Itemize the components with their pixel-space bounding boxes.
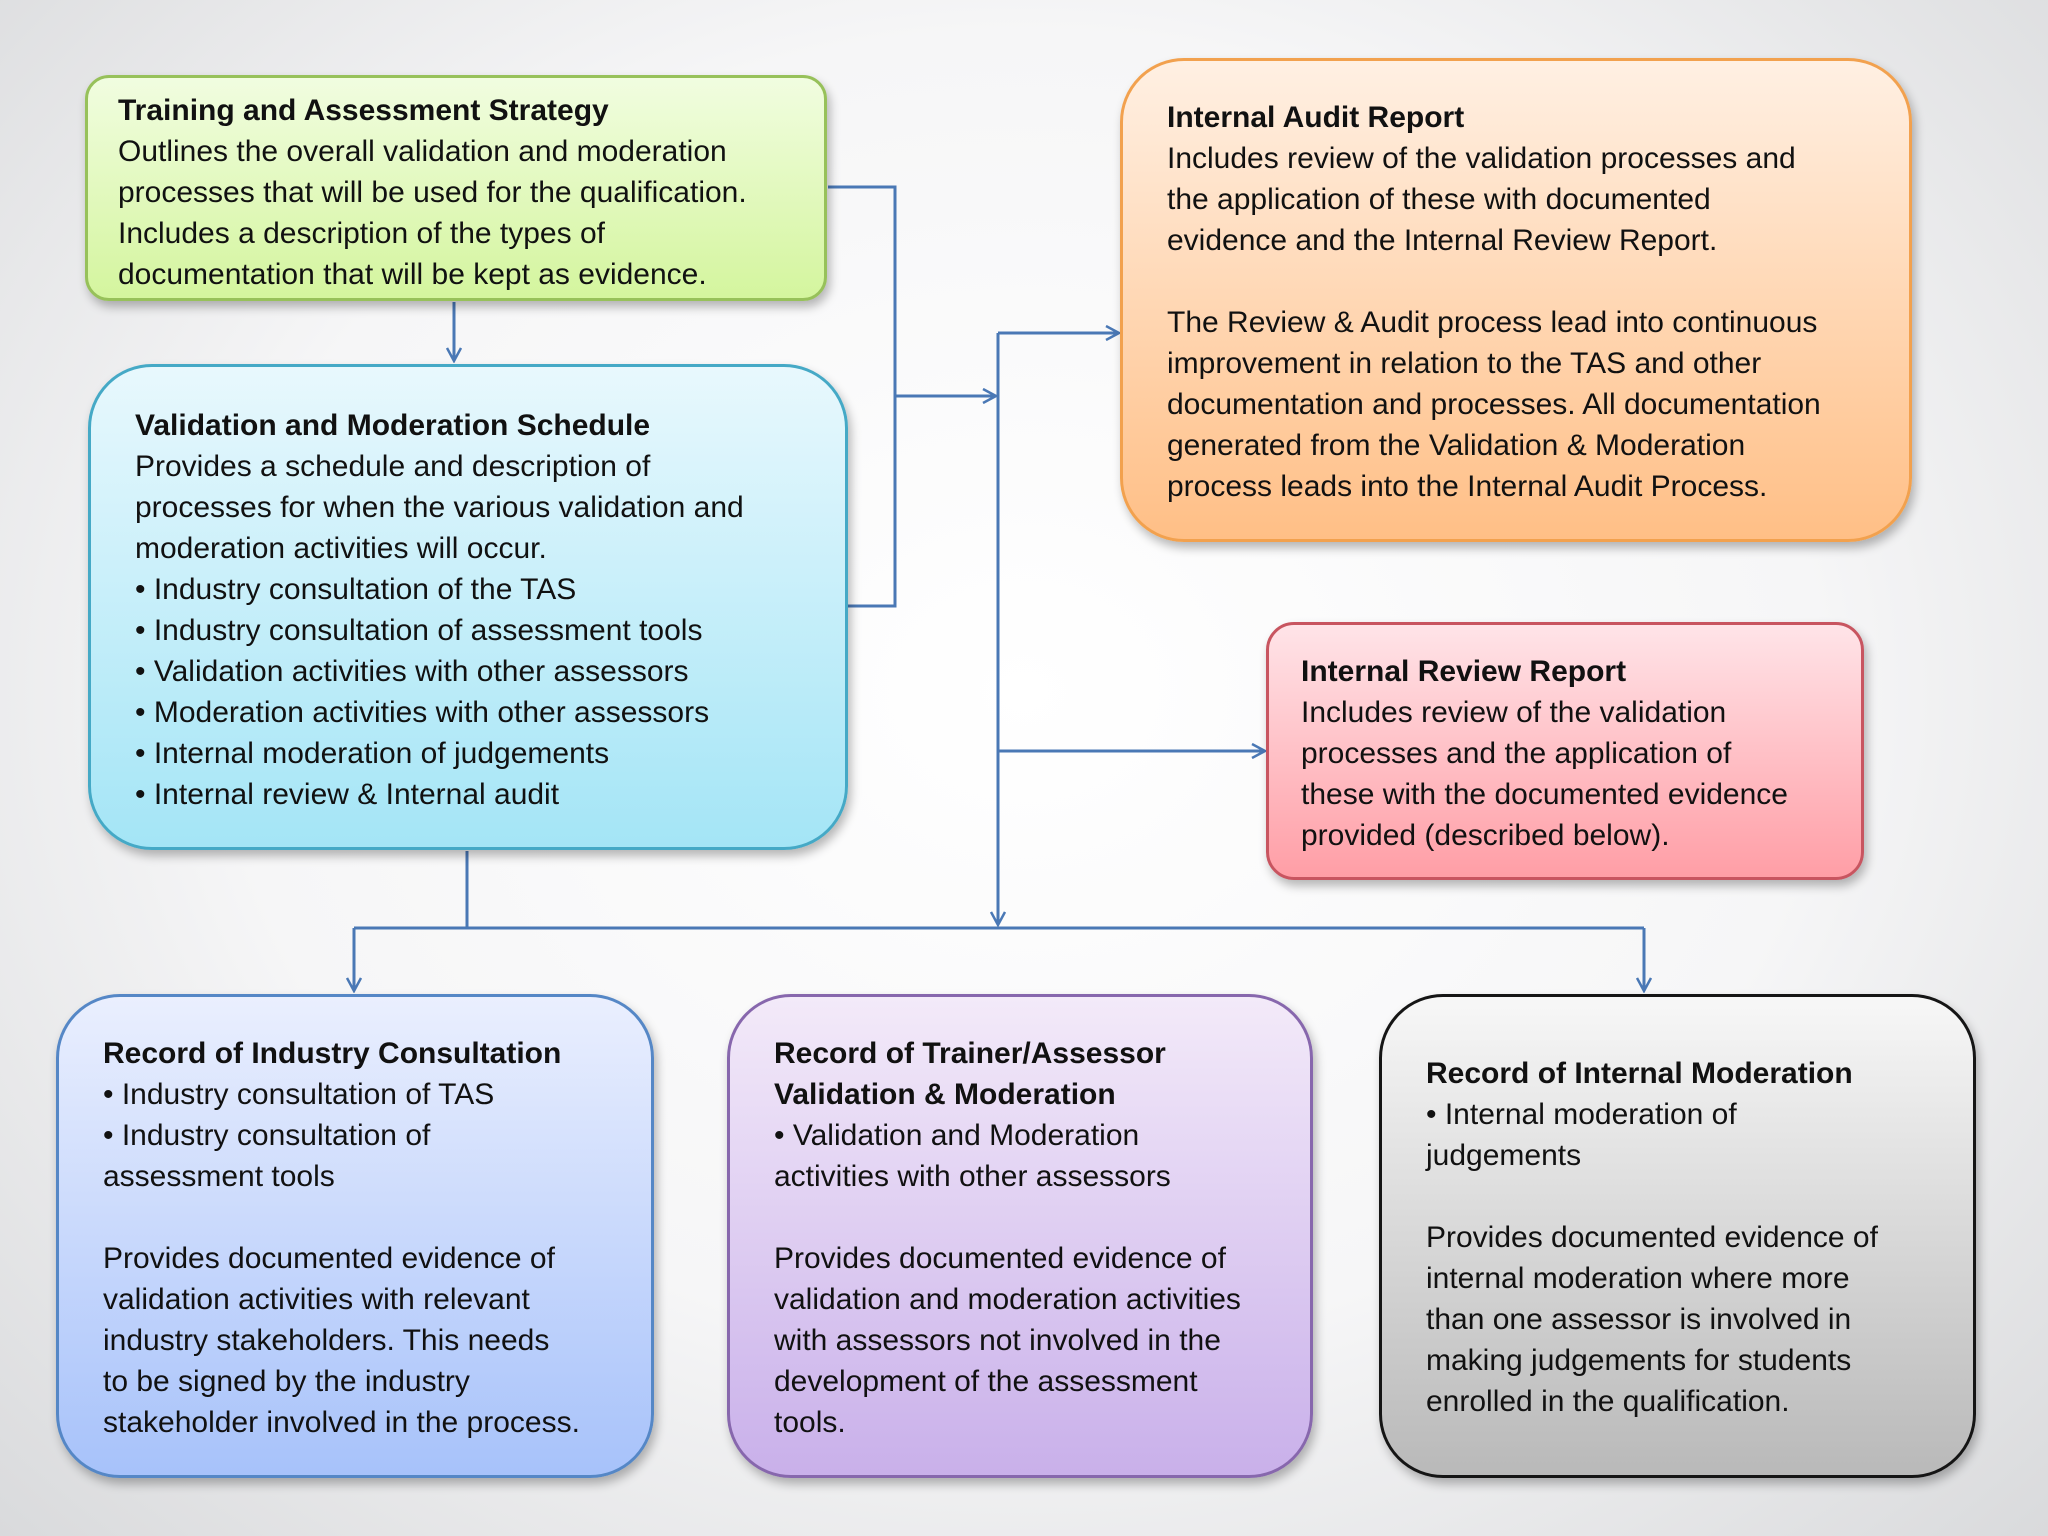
trainer-record-box: Record of Trainer/Assessor Validation & … <box>727 994 1313 1478</box>
schedule-bullet: • Moderation activities with other asses… <box>135 696 710 729</box>
tas-text-line: documentation that will be kept as evide… <box>118 258 707 291</box>
audit-text-line: the application of these with documented <box>1167 183 1711 216</box>
audit-box: Internal Audit Report Includes review of… <box>1120 58 1912 542</box>
schedule-text-line: moderation activities will occur. <box>135 532 547 565</box>
tas-box: Training and Assessment Strategy Outline… <box>85 75 827 301</box>
internal-moderation-bullet: judgements <box>1426 1139 1582 1172</box>
trainer-record-text-line: validation and moderation activities <box>774 1283 1241 1316</box>
audit-text-line: The Review & Audit process lead into con… <box>1167 306 1818 339</box>
industry-record-text-line: stakeholder involved in the process. <box>103 1406 580 1439</box>
audit-text-line: evidence and the Internal Review Report. <box>1167 224 1718 257</box>
internal-moderation-text-line: than one assessor is involved in <box>1426 1303 1852 1336</box>
review-text-line: Includes review of the validation <box>1301 696 1727 729</box>
audit-text-line: Includes review of the validation proces… <box>1167 142 1796 175</box>
paragraph-gap <box>774 1197 1310 1238</box>
review-text-line: provided (described below). <box>1301 819 1670 852</box>
industry-record-text-line: industry stakeholders. This needs <box>103 1324 550 1357</box>
trainer-record-bullet: • Validation and Moderation <box>774 1119 1140 1152</box>
industry-record-text-line: to be signed by the industry <box>103 1365 470 1398</box>
trainer-record-title: Record of Trainer/Assessor <box>774 1037 1166 1070</box>
trainer-record-text-line: tools. <box>774 1406 846 1439</box>
audit-text-line: documentation and processes. All documen… <box>1167 388 1821 421</box>
schedule-bullet: • Validation activities with other asses… <box>135 655 689 688</box>
audit-text-line: improvement in relation to the TAS and o… <box>1167 347 1762 380</box>
industry-record-bullet: • Industry consultation of <box>103 1119 431 1152</box>
trainer-record-title: Validation & Moderation <box>774 1078 1116 1111</box>
internal-moderation-text-line: Provides documented evidence of <box>1426 1221 1878 1254</box>
internal-moderation-title: Record of Internal Moderation <box>1426 1057 1853 1090</box>
paragraph-gap <box>103 1197 651 1238</box>
audit-title: Internal Audit Report <box>1167 101 1465 134</box>
internal-moderation-box: Record of Internal Moderation • Internal… <box>1379 994 1976 1478</box>
internal-moderation-text-line: internal moderation where more <box>1426 1262 1850 1295</box>
tas-text-line: processes that will be used for the qual… <box>118 176 747 209</box>
industry-record-title: Record of Industry Consultation <box>103 1037 562 1070</box>
industry-record-bullet: • Industry consultation of TAS <box>103 1078 495 1111</box>
review-text-line: these with the documented evidence <box>1301 778 1788 811</box>
trainer-record-text-line: with assessors not involved in the <box>774 1324 1221 1357</box>
schedule-bullet: • Internal review & Internal audit <box>135 778 560 811</box>
tas-text-line: Includes a description of the types of <box>118 217 605 250</box>
schedule-bullet: • Internal moderation of judgements <box>135 737 610 770</box>
review-title: Internal Review Report <box>1301 655 1627 688</box>
paragraph-gap <box>1167 261 1909 302</box>
internal-moderation-bullet: • Internal moderation of <box>1426 1098 1737 1131</box>
trainer-record-text-line: development of the assessment <box>774 1365 1198 1398</box>
audit-text-line: generated from the Validation & Moderati… <box>1167 429 1746 462</box>
tas-text-line: Outlines the overall validation and mode… <box>118 135 727 168</box>
industry-record-text-line: Provides documented evidence of <box>103 1242 555 1275</box>
paragraph-gap <box>1426 1176 1973 1217</box>
tas-title: Training and Assessment Strategy <box>118 94 609 127</box>
review-text-line: processes and the application of <box>1301 737 1732 770</box>
schedule-title: Validation and Moderation Schedule <box>135 409 651 442</box>
schedule-bullet: • Industry consultation of the TAS <box>135 573 577 606</box>
industry-record-bullet: assessment tools <box>103 1160 335 1193</box>
schedule-text-line: Provides a schedule and description of <box>135 450 651 483</box>
trainer-record-bullet: activities with other assessors <box>774 1160 1171 1193</box>
schedule-bullet: • Industry consultation of assessment to… <box>135 614 703 647</box>
trainer-record-text-line: Provides documented evidence of <box>774 1242 1226 1275</box>
schedule-text-line: processes for when the various validatio… <box>135 491 744 524</box>
internal-moderation-text-line: enrolled in the qualification. <box>1426 1385 1790 1418</box>
schedule-box: Validation and Moderation Schedule Provi… <box>88 364 848 850</box>
industry-record-text-line: validation activities with relevant <box>103 1283 530 1316</box>
audit-text-line: process leads into the Internal Audit Pr… <box>1167 470 1768 503</box>
internal-moderation-text-line: making judgements for students <box>1426 1344 1852 1377</box>
industry-record-box: Record of Industry Consultation • Indust… <box>56 994 654 1478</box>
review-box: Internal Review Report Includes review o… <box>1266 622 1864 880</box>
